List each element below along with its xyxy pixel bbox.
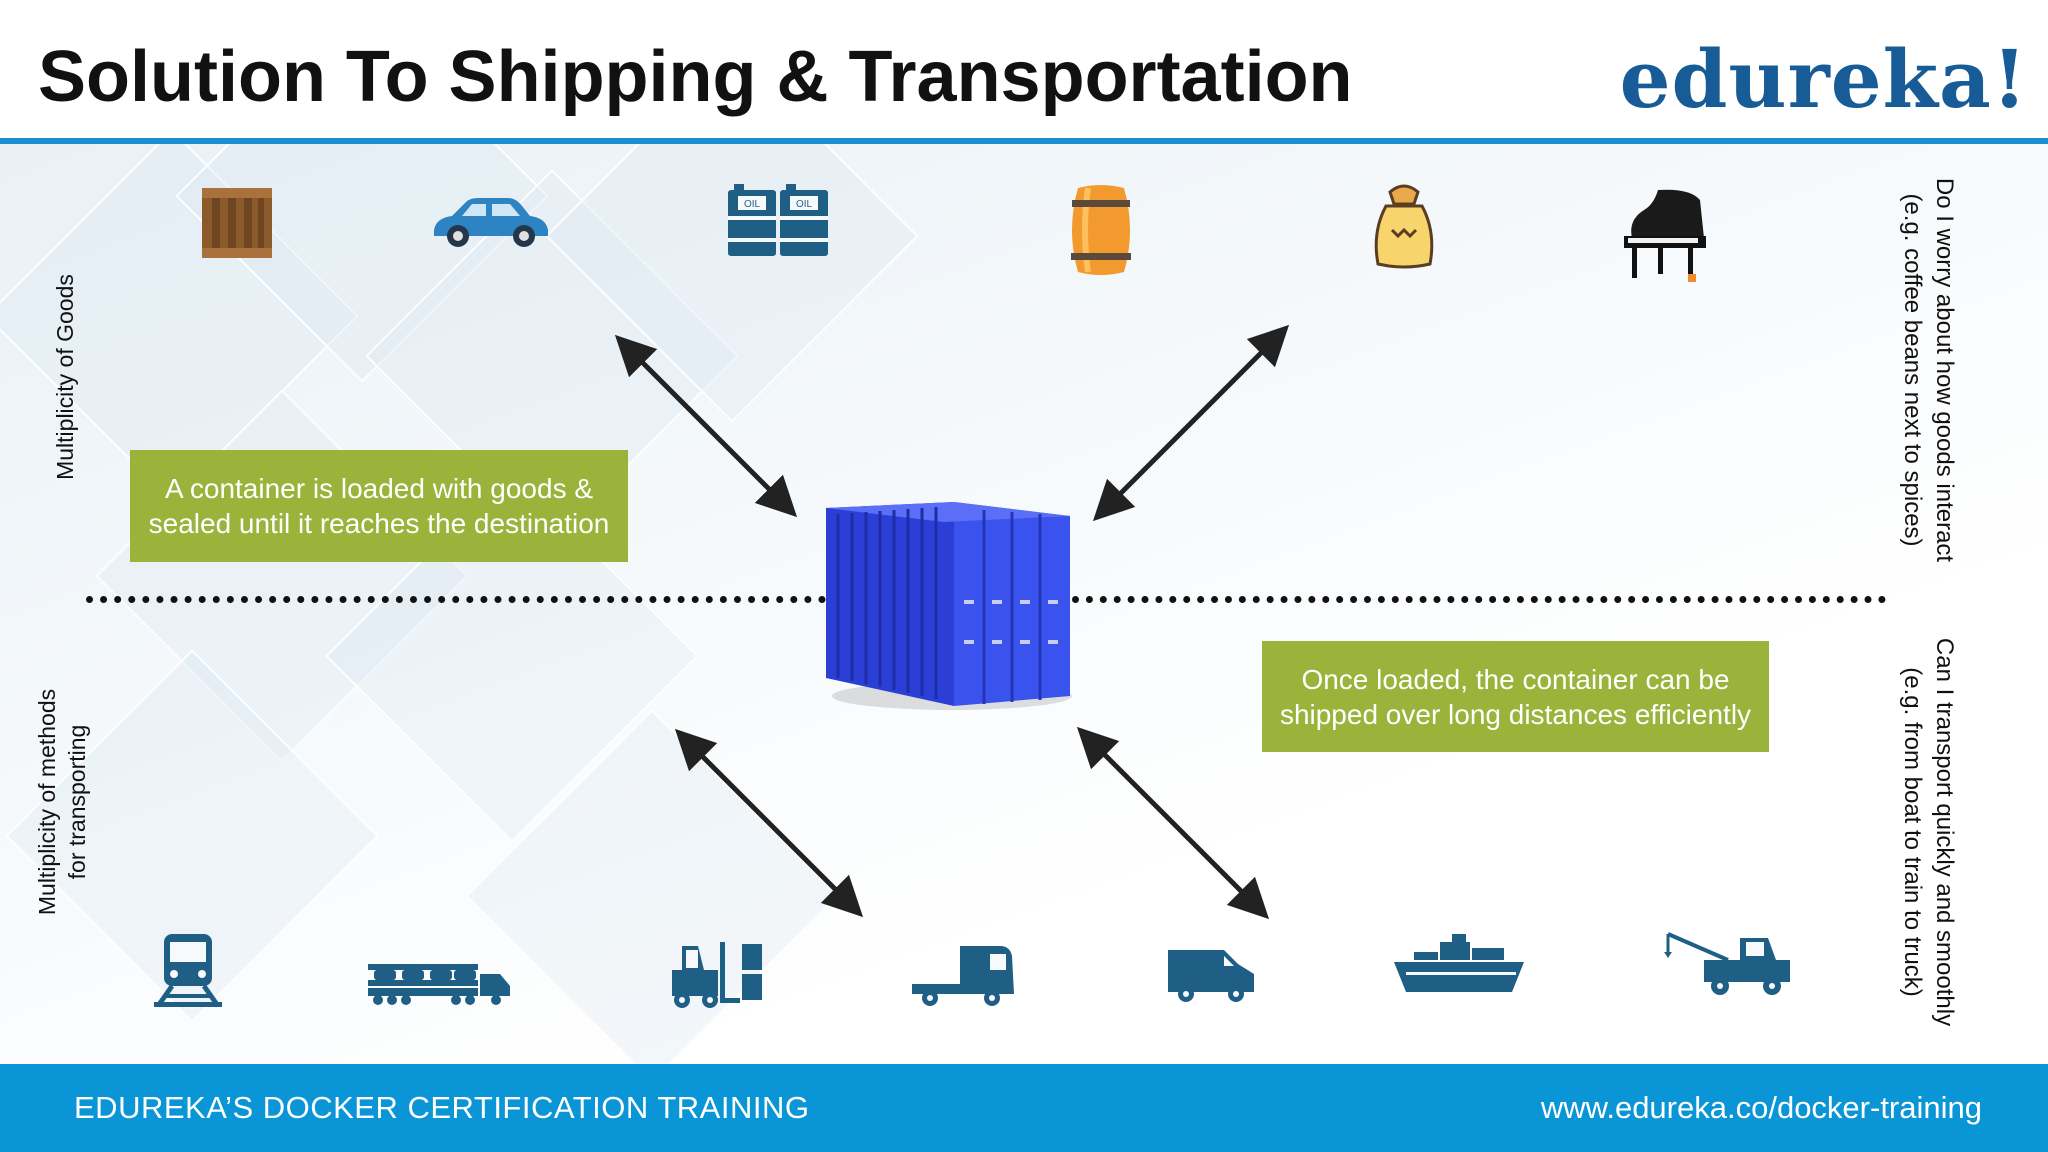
divider-right: [1072, 596, 1886, 603]
callout-shipped-line2: shipped over long distances efficiently: [1279, 698, 1752, 730]
label-multiplicity-of-methods: Multiplicity of methods for transporting: [32, 674, 92, 930]
label-transport-line2: (e.g. from boat to train to truck): [1899, 667, 1926, 997]
callout-loaded-line1: A container is loaded with goods &: [164, 473, 594, 504]
callout-shipped-line1: Once loaded, the container can be: [1301, 663, 1730, 695]
wooden-crate-icon: [202, 188, 272, 258]
sack-icon: [1374, 184, 1434, 269]
callout-loaded-line2: sealed until it reaches the destination: [148, 508, 610, 539]
slide-title: Solution To Shipping & Transportation: [38, 37, 1353, 117]
label-interact-line1: Do I worry about how goods interact: [1931, 177, 1958, 563]
train-icon: [154, 934, 222, 1008]
header-divider: [0, 138, 2048, 144]
wooden-barrel-icon: [1071, 185, 1131, 275]
callout-shipped: Once loaded, the container can be shippe…: [1262, 641, 1769, 752]
cargo-ship-icon: [1394, 934, 1524, 992]
tow-truck-icon: [1664, 932, 1790, 995]
label-methods-line2: for transporting: [64, 724, 90, 880]
edureka-logo: edureka!: [1619, 32, 2028, 126]
arrow-crate-to-container: [614, 334, 798, 518]
label-goods-interact: Do I worry about how goods interact (e.g…: [1896, 164, 1960, 576]
grand-piano-icon: [1624, 189, 1706, 282]
label-methods-line1: Multiplicity of methods: [34, 688, 60, 916]
oil-label: OIL: [796, 199, 813, 210]
arrow-sack-to-container: [1092, 324, 1290, 522]
forklift-icon: [672, 942, 762, 1008]
arrow-van-to-container: [1076, 726, 1270, 920]
label-transport-smoothly: Can I transport quickly and smoothly (e.…: [1896, 626, 1960, 1038]
oil-label: OIL: [744, 199, 761, 210]
callout-loaded: A container is loaded with goods & seale…: [130, 450, 628, 562]
delivery-van-icon: [1168, 950, 1254, 1002]
car-icon: [434, 198, 548, 247]
arrow-forklift-to-container: [674, 728, 864, 918]
label-multiplicity-of-goods: Multiplicity of Goods: [50, 262, 80, 492]
label-interact-line2: (e.g. coffee beans next to spices): [1899, 193, 1926, 547]
footer-course-title: EDUREKA’S DOCKER CERTIFICATION TRAINING: [74, 1090, 810, 1125]
divider-left: [86, 596, 826, 603]
semi-truck-icon: [912, 946, 1014, 1006]
oil-barrels-icon: OIL OIL: [728, 184, 828, 256]
label-transport-line1: Can I transport quickly and smoothly: [1931, 637, 1958, 1027]
car-carrier-truck-icon: [368, 964, 510, 1005]
shipping-container: [826, 502, 1072, 710]
label-goods-text: Multiplicity of Goods: [52, 274, 78, 480]
footer-bar: EDUREKA’S DOCKER CERTIFICATION TRAINING …: [0, 1064, 2048, 1152]
footer-url[interactable]: www.edureka.co/docker-training: [1540, 1090, 1982, 1125]
